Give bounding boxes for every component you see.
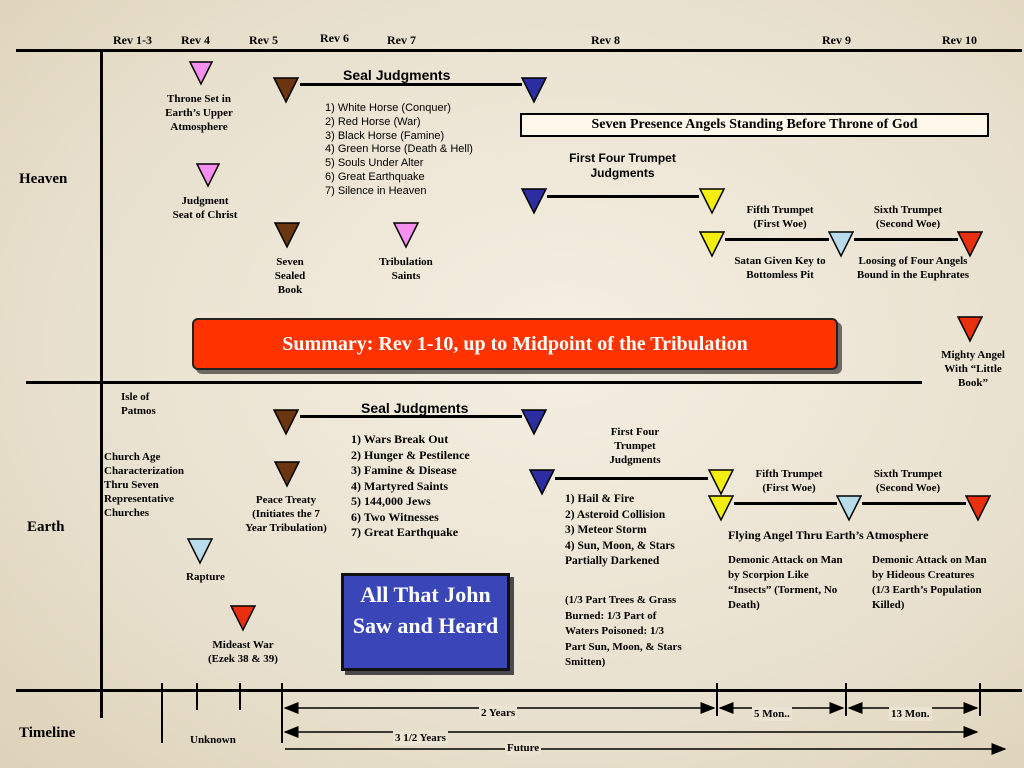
rapture-label: Rapture xyxy=(186,571,225,583)
timeline-thirteen-mon: 13 Mon. xyxy=(889,707,932,721)
header-rev-4: Rev 4 xyxy=(181,33,210,47)
throne-label: Throne Set in Earth’s Upper Atmosphere xyxy=(165,93,233,133)
heaven-seal-item: 5) Souls Under Alter xyxy=(325,157,424,170)
seven-sealed-label: Seven Sealed Book xyxy=(274,256,306,296)
presence-angels-box: Seven Presence Angels Standing Before Th… xyxy=(520,113,989,137)
row-label-earth: Earth xyxy=(27,519,65,535)
row-label-divider xyxy=(100,51,103,718)
earth-seal-item: 2) Hunger & Pestilence xyxy=(351,447,470,462)
timeline-three-half: 3 1/2 Years xyxy=(393,731,448,745)
heaven-seal-item: 1) White Horse (Conquer) xyxy=(325,102,451,114)
heaven-seal-item: 4) Green Horse (Death & Hell) xyxy=(325,143,473,156)
earth-trumpet-item: 4) Sun, Moon, & Stars Partially Darkened xyxy=(565,539,675,568)
mighty-angel-label: Mighty Angel With “Little Book” xyxy=(941,349,1005,389)
earth-seal-title: Seal Judgments xyxy=(361,400,469,416)
timeline-future: Future xyxy=(505,741,542,755)
summary-banner: Summary: Rev 1-10, up to Midpoint of the… xyxy=(192,318,838,370)
heaven-sixth-label: Sixth Trumpet (Second Woe) xyxy=(873,204,943,230)
heaven-seal-list: 1) White Horse (Conquer) 2) Red Horse (W… xyxy=(325,102,473,199)
earth-seal-item: 4) Martyred Saints xyxy=(351,478,449,493)
row-label-timeline: Timeline xyxy=(19,725,76,741)
heaven-fifth-label: Fifth Trumpet (First Woe) xyxy=(746,204,814,230)
judgment-seat-label: Judgment Seat of Christ xyxy=(172,195,238,221)
peace-treaty-label: Peace Treaty (Initiates the 7 Year Tribu… xyxy=(245,494,327,534)
earth-trumpet-item: 1) Hail & Fire xyxy=(565,493,635,505)
heaven-seal-title: Seal Judgments xyxy=(343,67,451,83)
heaven-earth-divider xyxy=(26,381,922,384)
earth-trumpet-item: 2) Asteroid Collision xyxy=(565,508,666,521)
header-rev-1-3: Rev 1-3 xyxy=(113,33,152,47)
timeline-tick xyxy=(161,683,163,743)
heaven-trumpet-bar xyxy=(547,195,699,198)
row-label-heaven: Heaven xyxy=(19,171,68,187)
earth-trumpet-note: (1/3 Part Trees & Grass Burned: 1/3 Part… xyxy=(565,594,682,668)
timeline-five-mon: 5 Mon.. xyxy=(752,707,792,721)
header-rev-8: Rev 8 xyxy=(591,33,620,47)
heaven-seal-item: 2) Red Horse (War) xyxy=(325,115,421,128)
heaven-seal-item: 6) Great Earthquake xyxy=(325,170,425,183)
earth-trumpet-list: 1) Hail & Fire 2) Asteroid Collision 3) … xyxy=(565,492,705,570)
earth-seal-list: 1) Wars Break Out 2) Hunger & Pestilence… xyxy=(351,432,470,541)
earth-woe-bar-2 xyxy=(862,502,966,505)
scorpion-label: Demonic Attack on Man by Scorpion Like “… xyxy=(728,554,843,611)
header-rev-5: Rev 5 xyxy=(249,33,278,47)
timeline-tick xyxy=(281,683,283,743)
timeline-tick xyxy=(196,683,198,710)
header-rule xyxy=(16,49,1022,52)
heaven-woe-bar-2 xyxy=(854,238,958,241)
timeline-tick xyxy=(979,683,981,716)
heaven-seal-item: 3) Black Horse (Famine) xyxy=(325,129,445,142)
timeline-tick xyxy=(239,683,241,710)
timeline-tick xyxy=(716,683,718,716)
earth-seal-item: 5) 144,000 Jews xyxy=(351,494,431,508)
header-rev-9: Rev 9 xyxy=(822,33,851,47)
heaven-woe-bar-1 xyxy=(725,238,829,241)
heaven-seal-bar xyxy=(300,83,522,86)
hideous-label: Demonic Attack on Man by Hideous Creatur… xyxy=(872,554,987,611)
earth-seal-bar xyxy=(300,415,522,418)
earth-first-four-label: First Four Trumpet Judgments xyxy=(609,426,661,466)
header-rev-7: Rev 7 xyxy=(387,33,416,47)
earth-trumpet-item: 3) Meteor Storm xyxy=(565,524,647,536)
patmos-label: Isle of Patmos xyxy=(121,391,156,417)
earth-sixth-label: Sixth Trumpet (Second Woe) xyxy=(873,468,943,494)
loosing-label: Loosing of Four Angels Bound in the Euph… xyxy=(856,255,970,281)
heaven-first-four-label: First Four Trumpet Judgments xyxy=(569,151,676,180)
flying-angel-label: Flying Angel Thru Earth’s Atmosphere xyxy=(728,528,929,542)
earth-fifth-label: Fifth Trumpet (First Woe) xyxy=(755,468,823,494)
header-rev-10: Rev 10 xyxy=(942,33,977,47)
earth-woe-bar-1 xyxy=(734,502,837,505)
heaven-seal-item: 7) Silence in Heaven xyxy=(325,184,427,197)
timeline-unknown: Unknown xyxy=(190,734,236,746)
john-box: All That John Saw and Heard xyxy=(341,573,510,671)
timeline-two-years: 2 Years xyxy=(479,706,518,720)
timeline-tick xyxy=(845,683,847,716)
timeline-divider xyxy=(16,689,1022,692)
church-age-label: Church Age Characterization Thru Seven R… xyxy=(104,451,185,519)
tribulation-saints-label: Tribulation Saints xyxy=(379,256,433,282)
earth-seal-item: 3) Famine & Disease xyxy=(351,463,457,477)
header-rev-6: Rev 6 xyxy=(320,31,349,45)
earth-seal-item: 7) Great Earthquake xyxy=(351,525,459,539)
earth-trumpet-bar xyxy=(555,477,708,480)
satan-label: Satan Given Key to Bottomless Pit xyxy=(734,255,826,281)
earth-seal-item: 6) Two Witnesses xyxy=(351,509,439,524)
mideast-war-label: Mideast War (Ezek 38 & 39) xyxy=(208,639,278,665)
earth-seal-item: 1) Wars Break Out xyxy=(351,432,449,446)
